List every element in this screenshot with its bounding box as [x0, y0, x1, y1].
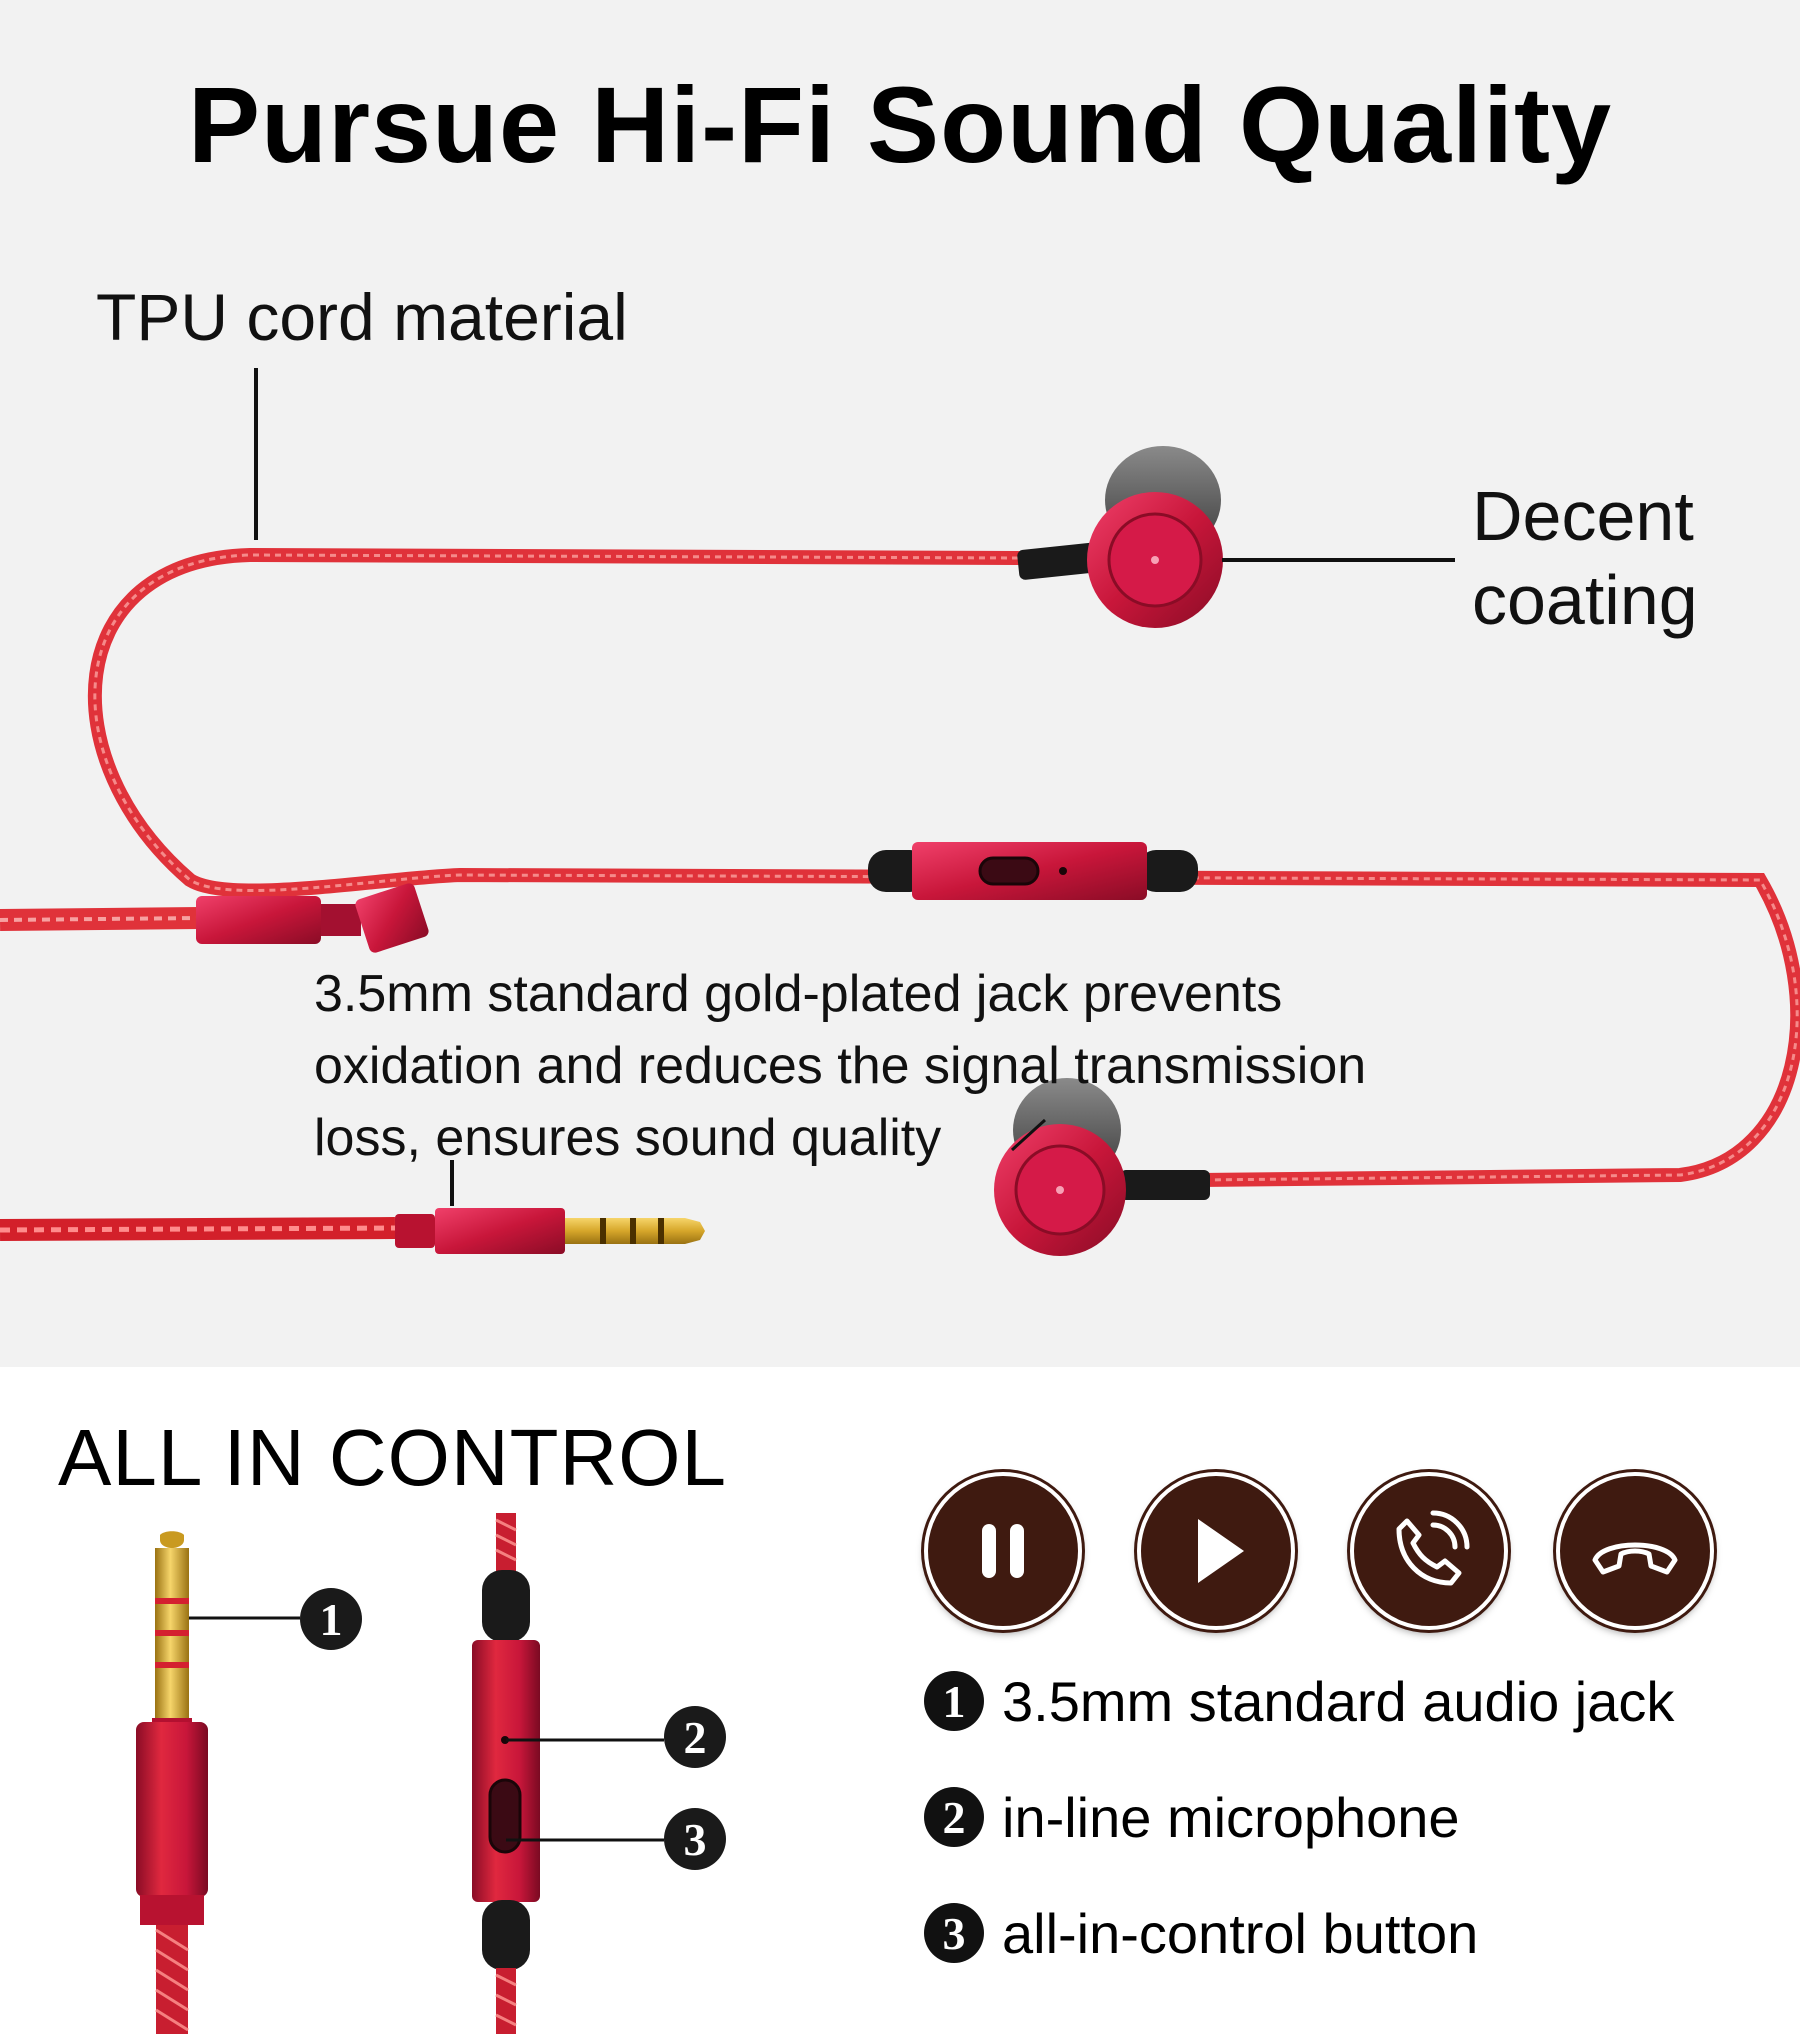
- legend-item: 3 all-in-control button: [924, 1902, 1674, 1965]
- marker-2: 2: [664, 1706, 726, 1768]
- pause-icon: [982, 1524, 1024, 1578]
- control-section-title: ALL IN CONTROL: [58, 1413, 727, 1502]
- legend-item: 1 3.5mm standard audio jack: [924, 1670, 1674, 1733]
- legend-number: 3: [924, 1903, 984, 1963]
- legend-number: 2: [924, 1787, 984, 1847]
- legend-label: in-line microphone: [1002, 1785, 1460, 1849]
- coating-callout: Decent coating: [1472, 474, 1698, 642]
- marker-3: 3: [664, 1808, 726, 1870]
- page-title: Pursue Hi-Fi Sound Quality: [187, 64, 1613, 185]
- play-icon: [1198, 1519, 1244, 1583]
- coating-callout-line: Decent: [1472, 477, 1694, 555]
- legend-label: 3.5mm standard audio jack: [1002, 1669, 1675, 1733]
- audio-jack-plug: [0, 1208, 705, 1254]
- pause-button[interactable]: [924, 1472, 1082, 1630]
- control-panel: [0, 1367, 1800, 2034]
- hang-up-button[interactable]: [1556, 1472, 1714, 1630]
- inline-remote: [868, 842, 1198, 900]
- jack-callout: 3.5mm standard gold-plated jack prevents…: [314, 958, 1366, 1174]
- answer-call-icon: [1396, 1510, 1470, 1586]
- play-button[interactable]: [1137, 1472, 1295, 1630]
- jack-callout-line: 3.5mm standard gold-plated jack prevents: [314, 965, 1283, 1023]
- legend-item: 2 in-line microphone: [924, 1786, 1674, 1849]
- earbud-left: [994, 1078, 1210, 1256]
- answer-call-button[interactable]: [1350, 1472, 1508, 1630]
- product-overview-panel: [0, 0, 1800, 1367]
- hang-up-icon: [1592, 1542, 1678, 1575]
- legend-number: 1: [924, 1671, 984, 1731]
- earbud-right: [1017, 446, 1223, 628]
- coating-callout-line: coating: [1472, 561, 1698, 639]
- cable-splitter: [196, 883, 429, 953]
- earphone-illustration: [0, 368, 1800, 1256]
- cord-material-callout: TPU cord material: [96, 280, 628, 354]
- marker-1: 1: [300, 1588, 362, 1650]
- feature-legend: 1 3.5mm standard audio jack 2 in-line mi…: [924, 1670, 1674, 2020]
- jack-callout-line: oxidation and reduces the signal transmi…: [314, 1037, 1367, 1095]
- jack-callout-line: loss, ensures sound quality: [314, 1109, 942, 1167]
- legend-label: all-in-control button: [1002, 1901, 1479, 1965]
